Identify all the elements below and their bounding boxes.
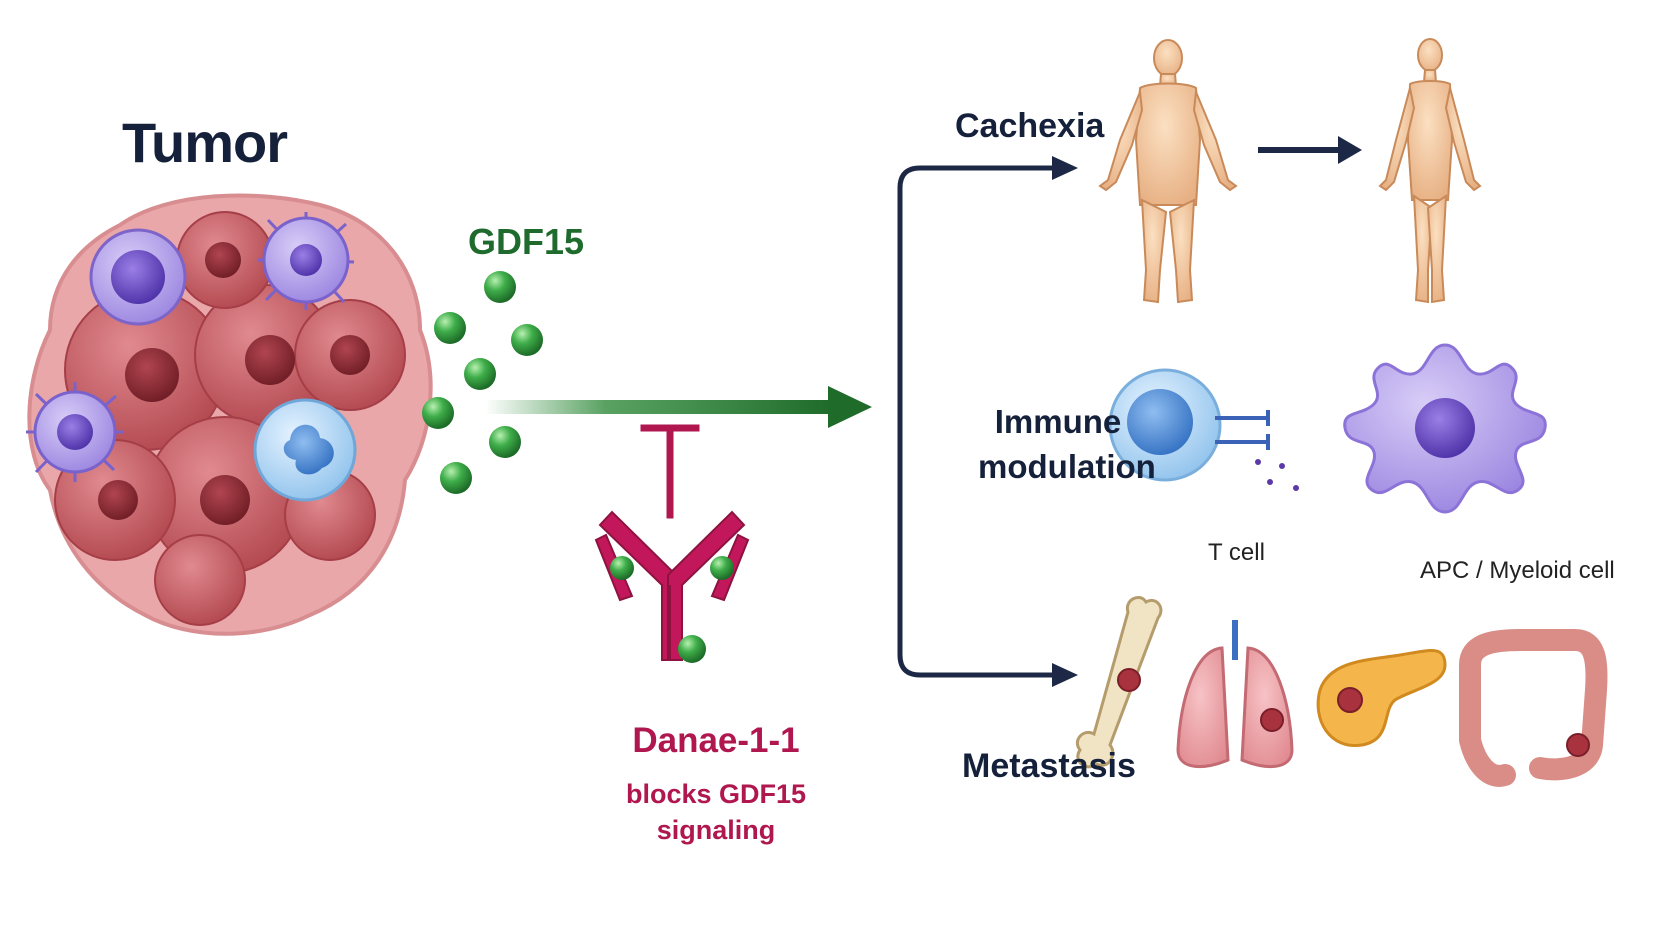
tumor-label: Tumor [122,111,288,174]
t-cell-label: T cell [1208,539,1265,566]
outcome-branch-arrows [897,165,1063,678]
gdf15-signal-arrow [485,386,872,428]
antibody-name: Danae-1-1 [632,721,800,760]
transition-arrow [1258,136,1362,164]
antibody-caption: blocks GDF15 signaling [590,776,842,849]
colon-tumor-dot [1566,733,1590,757]
tumor-illustration [26,193,433,636]
gdf15-label: GDF15 [468,221,585,262]
t-cell-icon [1108,368,1299,491]
pancreas-icon [1316,649,1447,747]
human-body-icon [1098,39,1238,304]
antibody-icon [594,510,750,663]
colon-icon [1459,629,1608,787]
gdf15-particles [422,271,543,494]
apc-cell-icon [1343,343,1547,514]
antibody-caption-line2: signaling [656,815,776,846]
outcome-metastasis: Metastasis [962,747,1136,785]
outcome-immune-line1: Immune [994,403,1122,440]
outcome-cachexia: Cachexia [955,107,1105,145]
inhibition-symbol [640,424,700,519]
lung-icon [1176,620,1294,769]
outcome-immune-line2: modulation [978,447,1156,485]
bone-icon [1075,596,1163,769]
outcome-immune-modulation: Immune modulation [978,400,1156,489]
apc-label: APC / Myeloid cell [1420,557,1615,584]
antibody-caption-line1: blocks GDF15 [625,779,807,809]
wasted-body-icon [1378,38,1482,304]
